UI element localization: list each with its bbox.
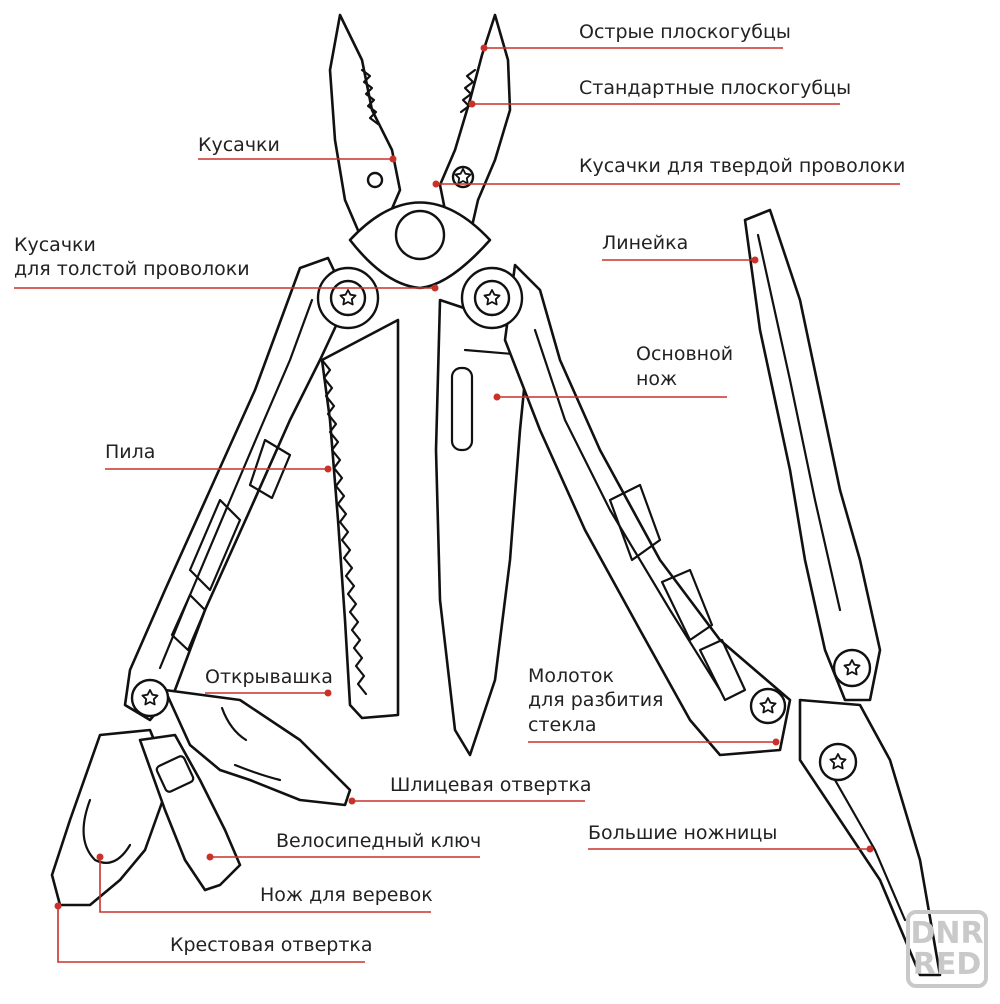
bottom-left-tools [50,688,352,907]
leader-lines [14,44,900,963]
label-thick-wire-cutters-1: Кусачки [14,234,96,256]
label-hammer-3: стекла [528,714,597,736]
ruler-tool [743,208,882,702]
label-large-scissors: Большие ножницы [588,822,778,844]
saw-blade [320,318,400,720]
label-cutters: Кусачки [198,134,280,156]
label-bike-wrench: Велосипедный ключ [276,830,482,852]
label-main-knife-2: нож [636,368,678,390]
pliers-jaws [328,13,512,290]
left-handle [123,256,350,722]
label-saw: Пила [105,441,156,463]
label-bottle-opener: Открывашка [205,666,333,688]
label-main-knife-1: Основной [636,343,734,365]
label-hard-wire-cutters: Кусачки для твердой проволоки [579,155,906,177]
watermark-line-1: DNR [910,916,984,951]
watermark-logo: DNR RED [906,910,988,988]
watermark-line-2: RED [912,947,982,982]
label-phillips-screwdriver: Крестовая отвертка [170,934,373,956]
pivot-screws [130,266,872,782]
label-standard-pliers: Стандартные плоскогубцы [579,77,852,99]
label-thick-wire-cutters-2: для толстой проволоки [14,258,250,280]
label-flat-screwdriver: Шлицевая отвертка [390,774,592,796]
label-sharp-pliers: Острые плоскогубцы [579,21,791,43]
label-hammer-1: Молоток [528,665,614,687]
label-ruler: Линейка [602,232,689,254]
label-hammer-2: для разбития [528,689,664,711]
label-rope-knife: Нож для веревок [260,884,433,906]
